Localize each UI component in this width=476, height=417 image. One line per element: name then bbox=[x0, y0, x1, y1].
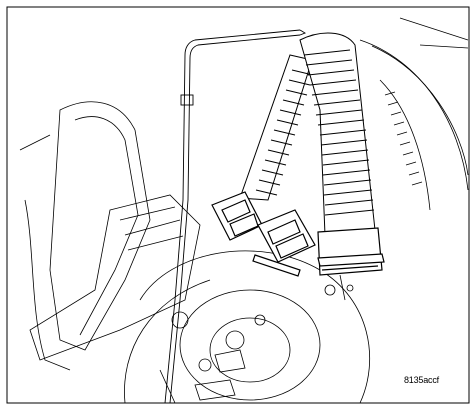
illustration-frame bbox=[6, 6, 470, 404]
figure-id-label: 8135accf bbox=[404, 375, 439, 385]
background-gear bbox=[359, 17, 469, 211]
fitting-detail bbox=[324, 274, 354, 301]
hose-clamps bbox=[211, 191, 385, 277]
brake-line bbox=[164, 29, 307, 404]
left-hose bbox=[239, 54, 314, 201]
brake-rotor bbox=[124, 250, 371, 404]
caliper-housing bbox=[19, 101, 201, 371]
right-hose bbox=[299, 32, 376, 236]
